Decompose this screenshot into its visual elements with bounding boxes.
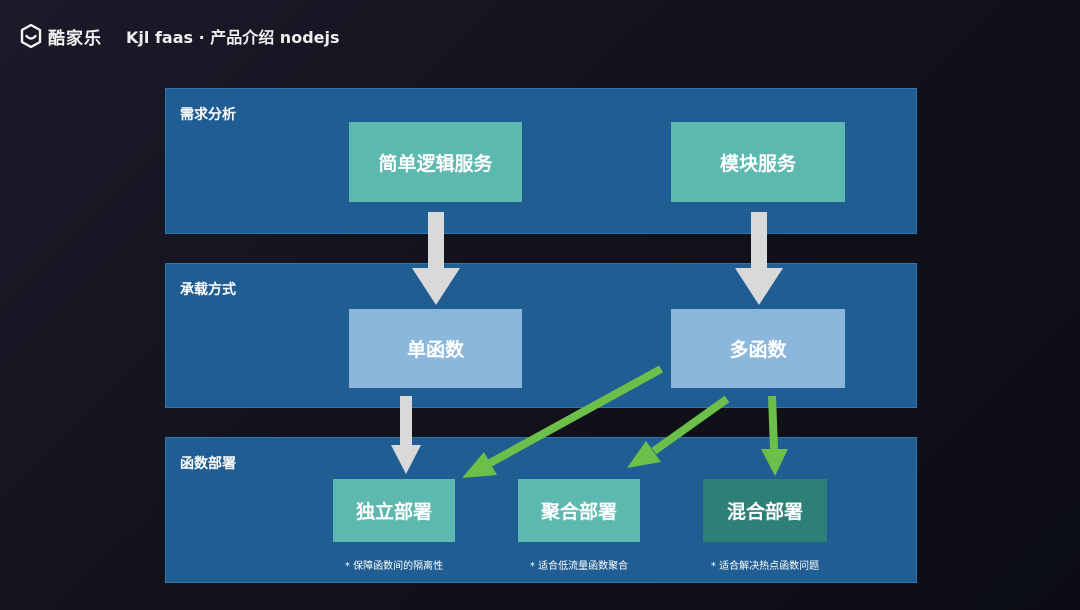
node-mixed-deploy: 混合部署	[703, 479, 827, 542]
panel-label: 承载方式	[180, 282, 236, 298]
panel-label: 函数部署	[180, 456, 236, 472]
arrow-simple-to-single	[412, 212, 460, 305]
node-single-function: 单函数	[349, 309, 522, 388]
node-independent-deploy: 独立部署	[333, 479, 455, 542]
logo-icon	[20, 23, 42, 49]
note-mixed: * 适合解决热点函数问题	[710, 561, 820, 572]
logo-text: 酷家乐	[48, 28, 102, 49]
arrow-multi-to-independent	[462, 365, 663, 478]
arrow-multi-to-aggregate	[627, 395, 730, 468]
arrow-multi-to-mixed	[761, 395, 788, 476]
panel-label: 需求分析	[180, 107, 236, 123]
logo: 酷家乐	[18, 23, 102, 49]
page-title: Kjl faas · 产品介绍 nodejs	[126, 28, 340, 47]
node-simple-logic-service: 简单逻辑服务	[349, 122, 522, 202]
arrow-single-to-independent	[391, 396, 421, 474]
arrow-module-to-multi	[735, 212, 783, 305]
note-independent: * 保障函数间的隔离性	[344, 561, 444, 572]
header: 酷家乐 Kjl faas · 产品介绍 nodejs	[18, 22, 340, 50]
node-multi-function: 多函数	[671, 309, 845, 388]
node-aggregate-deploy: 聚合部署	[518, 479, 640, 542]
note-aggregate: * 适合低流量函数聚合	[529, 561, 629, 572]
node-module-service: 模块服务	[671, 122, 845, 202]
